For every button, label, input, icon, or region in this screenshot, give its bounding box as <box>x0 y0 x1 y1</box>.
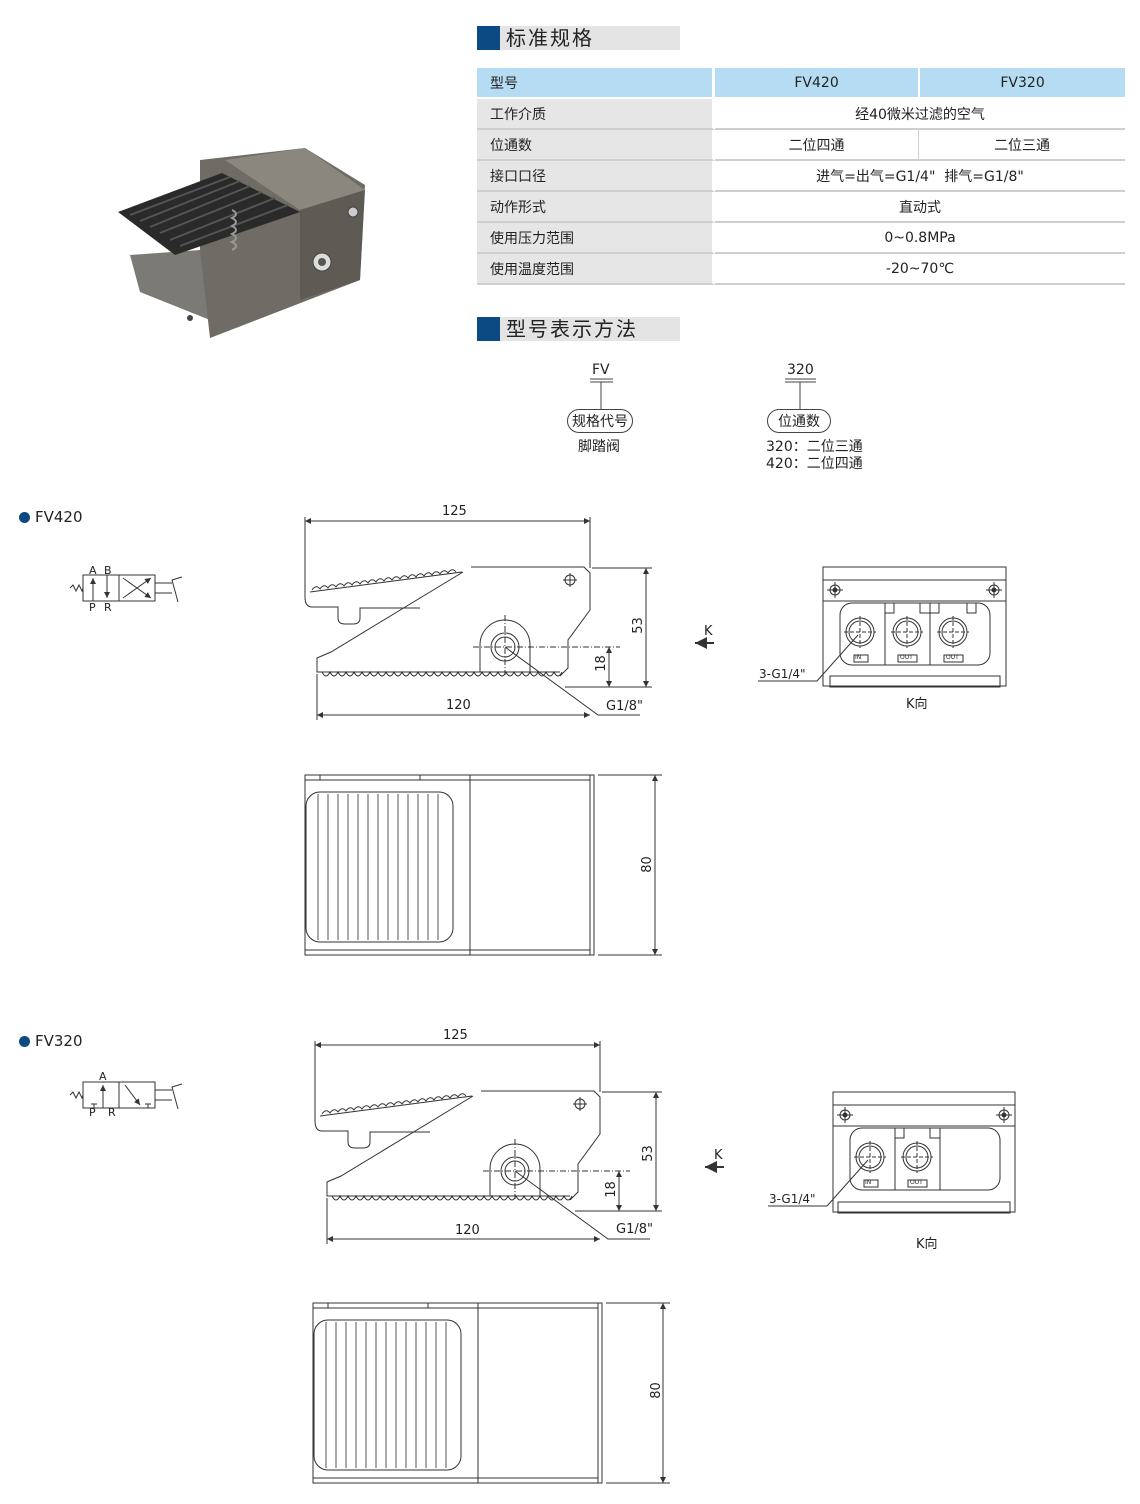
row-label: 使用温度范围 <box>477 254 715 285</box>
row-label: 位通数 <box>477 130 715 161</box>
fv420-valve-symbol <box>69 574 183 603</box>
port-tag: IN <box>865 1179 872 1186</box>
dim-base-length: 120 <box>446 698 471 713</box>
code-fv: FV <box>592 362 610 378</box>
table-row: 位通数 二位四通 二位三通 <box>477 130 1125 161</box>
dim-width: 80 <box>648 1382 664 1399</box>
fv320-side-view <box>315 1041 724 1244</box>
bullet-icon <box>19 1036 30 1047</box>
table-row: 工作介质 经40微米过滤的空气 <box>477 99 1125 130</box>
fv420-side-view <box>305 517 714 720</box>
code-320: 320 <box>787 362 814 378</box>
code-desc: 脚踏阀 <box>578 439 620 455</box>
fv320-heading: FV320 <box>19 1032 83 1050</box>
row-label: 动作形式 <box>477 192 715 223</box>
row-value: 0~0.8MPa <box>715 223 1125 254</box>
model-code-lines <box>590 378 816 409</box>
model-section-header: 型号表示方法 <box>477 317 680 341</box>
port-tag: OUT <box>900 654 913 661</box>
model-section-title: 型号表示方法 <box>500 317 680 341</box>
section-marker <box>477 317 500 341</box>
model-fv320: FV320 <box>918 68 1125 99</box>
dim-overall-length: 125 <box>442 504 467 519</box>
k-direction-label: K <box>714 1148 723 1163</box>
port-tag: OUT <box>946 654 959 661</box>
dim-port-height: 18 <box>593 655 609 672</box>
code-label-ways: 位通数 <box>767 409 831 433</box>
row-value: -20~70℃ <box>715 254 1125 285</box>
code-label-spec: 规格代号 <box>567 409 633 433</box>
spec-section-header: 标准规格 <box>477 26 680 50</box>
port-label: R <box>108 1106 116 1119</box>
table-row: 使用压力范围 0~0.8MPa <box>477 223 1125 254</box>
k-view-caption: K向 <box>906 697 928 712</box>
k-view-caption: K向 <box>916 1237 938 1252</box>
fv420-heading: FV420 <box>19 508 83 526</box>
fv320-top-view <box>313 1303 670 1483</box>
k-direction-label: K <box>704 624 713 639</box>
foot-pedal-valve-photo <box>118 148 365 338</box>
header-label: 型号 <box>477 68 715 99</box>
table-row: 使用温度范围 -20~70℃ <box>477 254 1125 285</box>
port-label: R <box>104 601 112 614</box>
spec-section-title: 标准规格 <box>500 26 680 50</box>
row-label: 工作介质 <box>477 99 715 130</box>
ports-label: 3-G1/4" <box>759 667 806 681</box>
dim-exhaust-port: G1/8" <box>606 699 643 714</box>
row-value: 二位四通 <box>715 130 919 161</box>
code-option: 420：二位四通 <box>766 456 863 472</box>
dim-width: 80 <box>639 856 655 873</box>
row-label: 接口口径 <box>477 161 715 192</box>
fv320-title: FV320 <box>35 1032 83 1050</box>
row-value: 二位三通 <box>918 130 1125 161</box>
port-label: P <box>89 1106 96 1119</box>
fv320-valve-symbol <box>69 1081 183 1110</box>
table-row: 接口口径 进气=出气=G1/4" 排气=G1/8" <box>477 161 1125 192</box>
fv420-k-view <box>758 566 1007 688</box>
table-header-row: 型号 FV420 FV320 <box>477 68 1125 99</box>
row-value: 经40微米过滤的空气 <box>715 99 1125 130</box>
row-label: 使用压力范围 <box>477 223 715 254</box>
dim-port-height: 18 <box>603 1181 619 1198</box>
port-tag: OUT <box>910 1179 923 1186</box>
table-row: 动作形式 直动式 <box>477 192 1125 223</box>
port-label: A <box>99 1070 107 1083</box>
code-option: 320：二位三通 <box>766 439 863 455</box>
fv420-title: FV420 <box>35 508 83 526</box>
dim-exhaust-port: G1/8" <box>616 1222 653 1237</box>
dim-overall-length: 125 <box>443 1028 468 1043</box>
port-label: P <box>89 601 96 614</box>
row-value: 进气=出气=G1/4" 排气=G1/8" <box>715 161 1125 192</box>
bullet-icon <box>19 512 30 523</box>
dim-base-length: 120 <box>455 1223 480 1238</box>
spec-table: 型号 FV420 FV320 工作介质 经40微米过滤的空气 位通数 二位四通 … <box>477 68 1125 285</box>
port-label: A <box>89 564 97 577</box>
port-label: B <box>104 564 112 577</box>
ports-label: 3-G1/4" <box>769 1192 816 1206</box>
dim-height: 53 <box>640 1145 656 1162</box>
fv420-top-view <box>305 775 662 955</box>
port-tag: IN <box>855 654 862 661</box>
row-value: 直动式 <box>715 192 1125 223</box>
fv320-k-view <box>768 1091 1016 1214</box>
section-marker <box>477 26 500 50</box>
dim-height: 53 <box>630 617 646 634</box>
model-fv420: FV420 <box>715 68 919 99</box>
